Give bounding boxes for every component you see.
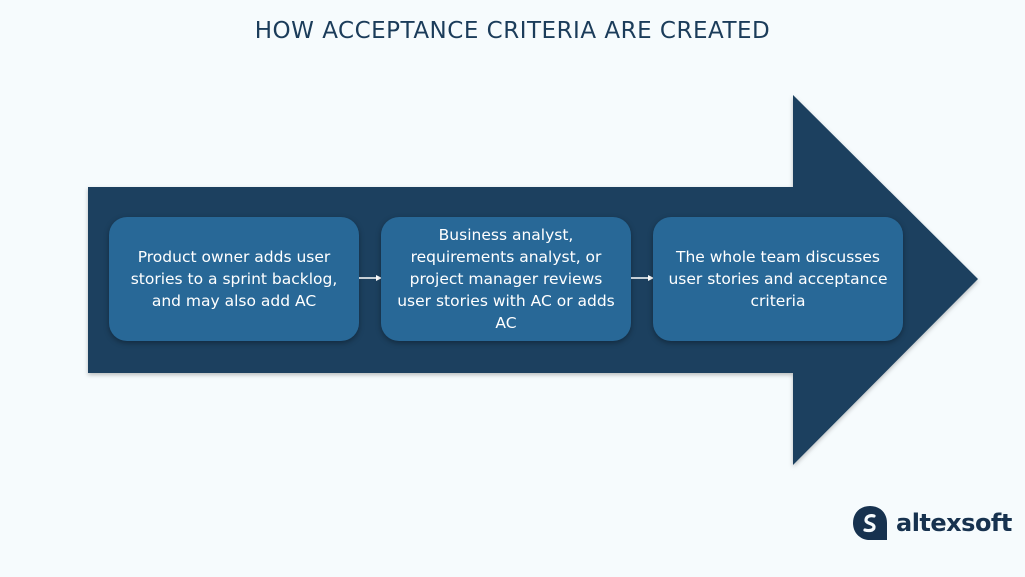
step-3-text: The whole team discusses user stories an… <box>668 248 888 310</box>
connector-arrow-icon <box>631 275 654 281</box>
logo-text: altexsoft <box>896 509 1012 537</box>
connector-arrow-icon <box>359 275 382 281</box>
step-1-text: Product owner adds user stories to a spr… <box>130 248 338 310</box>
step-2-text: Business analyst, requirements analyst, … <box>397 226 615 332</box>
step-1-box: Product owner adds user stories to a spr… <box>109 217 359 341</box>
step-3-box: The whole team discusses user stories an… <box>653 217 903 341</box>
altexsoft-logo-icon <box>853 506 887 540</box>
step-2-box: Business analyst, requirements analyst, … <box>381 217 631 341</box>
logo: altexsoft <box>852 503 1012 543</box>
page-title: HOW ACCEPTANCE CRITERIA ARE CREATED <box>254 18 771 44</box>
